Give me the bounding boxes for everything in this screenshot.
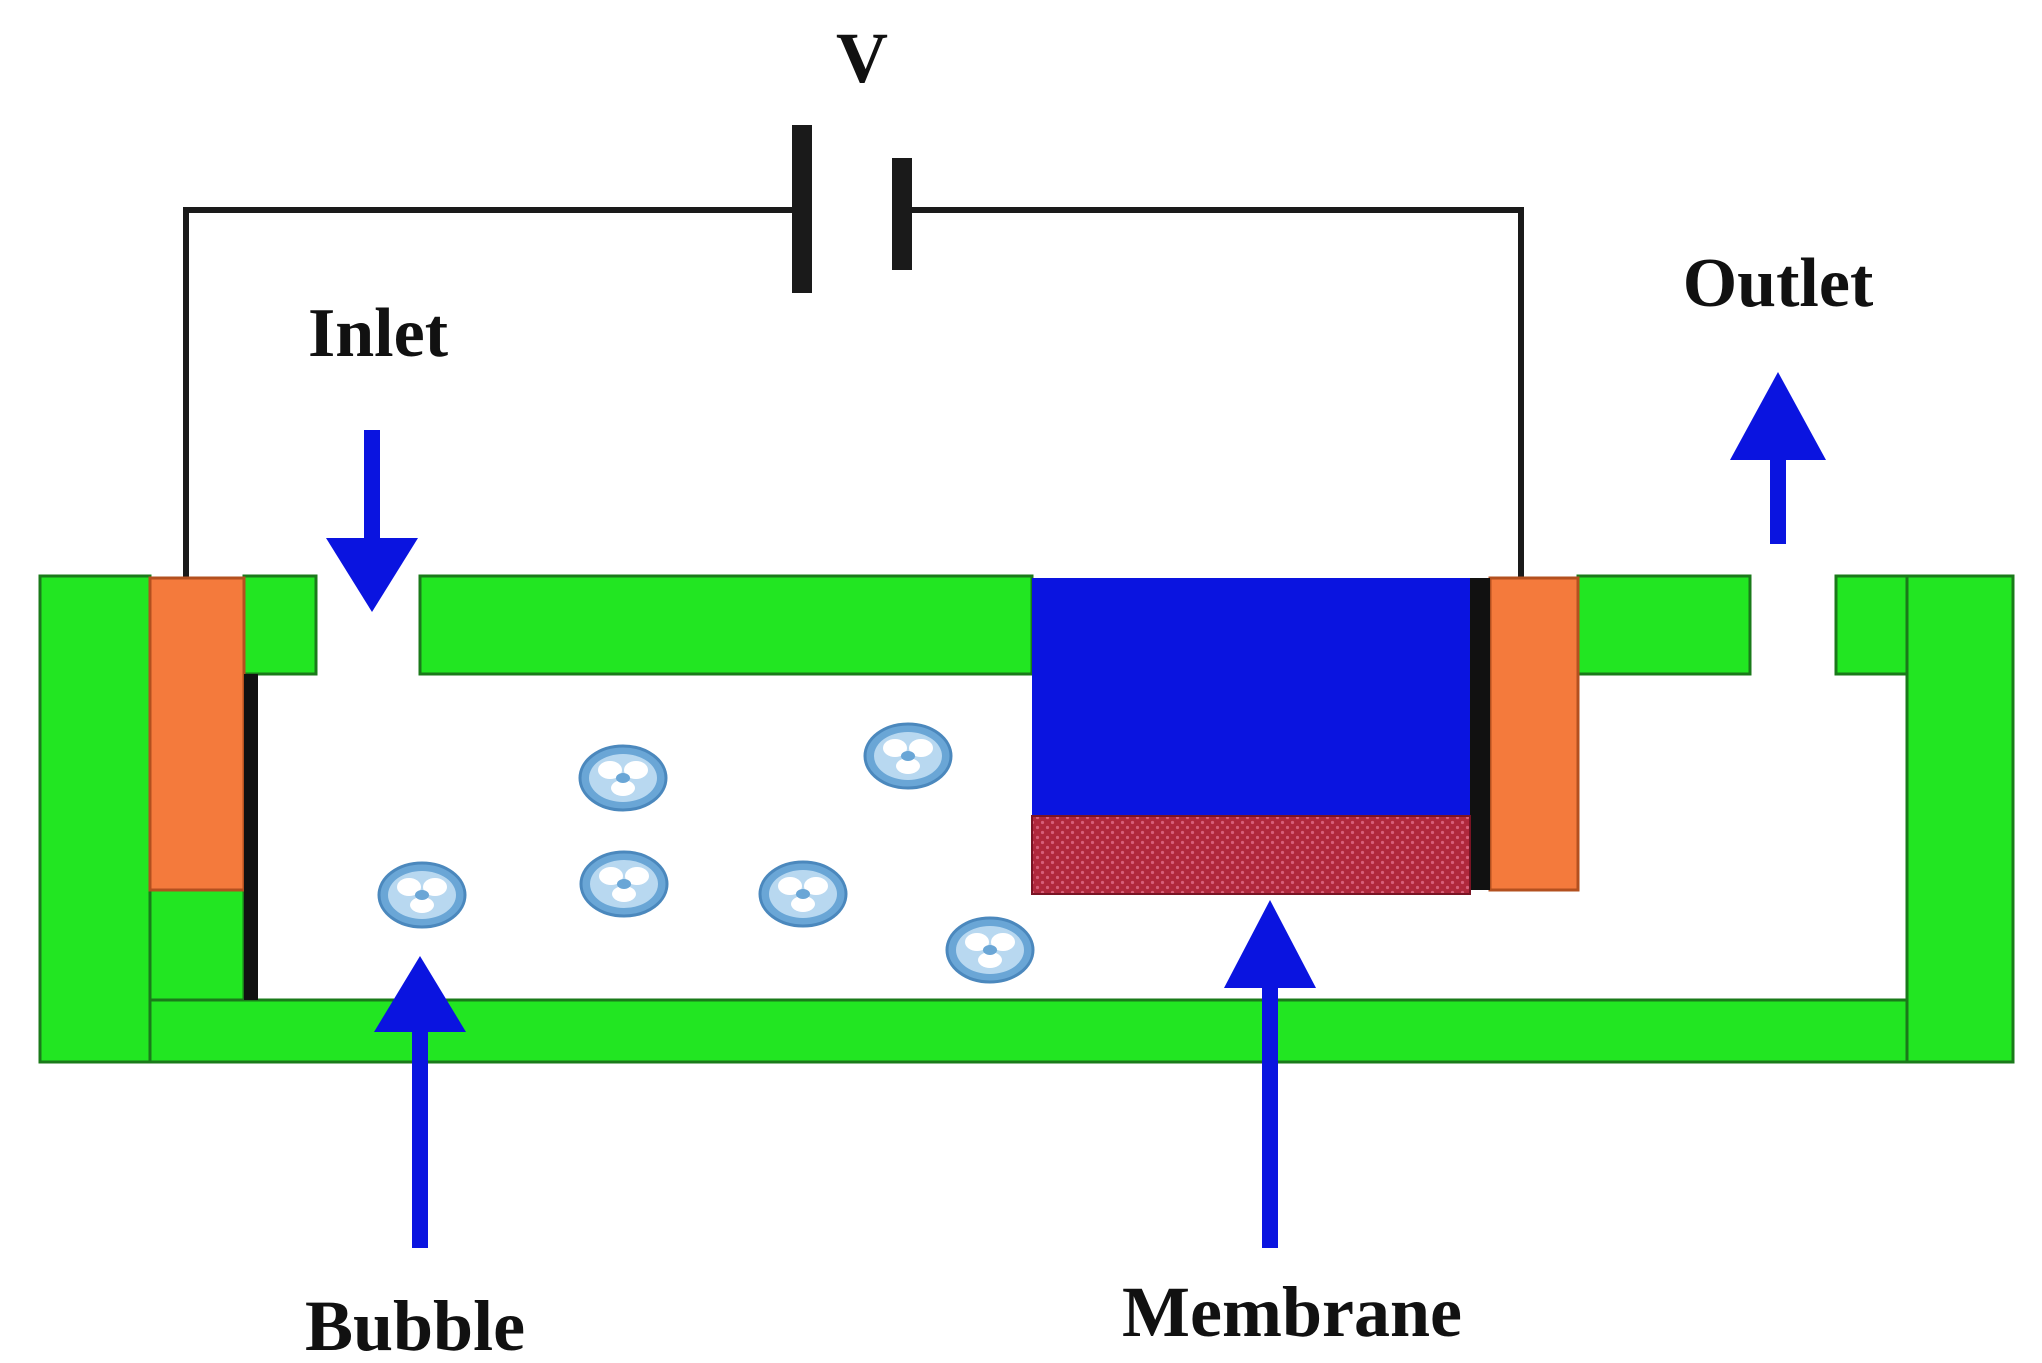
bubbles — [377, 722, 1035, 984]
bubble — [758, 860, 848, 928]
bubble — [863, 722, 953, 790]
outlet-arrow — [1730, 372, 1826, 544]
left-electrode — [148, 576, 246, 892]
arrows — [326, 372, 1826, 1248]
bubble — [579, 850, 669, 918]
circuit-wires — [183, 125, 1524, 578]
membrane-arrow — [1224, 900, 1316, 1248]
left-electrode-contact — [244, 674, 258, 1000]
electrolyte-block — [1032, 578, 1470, 816]
inlet-arrow — [326, 430, 418, 612]
voltage-label: V — [836, 18, 888, 98]
channel-body — [38, 574, 2015, 1064]
left-electrode-base — [148, 888, 246, 1002]
wire-right — [907, 207, 1524, 578]
top-wall-left-segment — [242, 574, 318, 676]
wire-left — [183, 207, 804, 578]
right-electrode-contact — [1470, 578, 1490, 890]
inlet-label: Inlet — [308, 295, 448, 372]
bubble-label: Bubble — [305, 1286, 525, 1363]
battery-long-plate — [792, 125, 812, 293]
bubble — [945, 916, 1035, 984]
outlet-label: Outlet — [1683, 245, 1874, 322]
membrane-layer — [1031, 815, 1471, 895]
right-outer-wall — [1905, 574, 2015, 1064]
battery-short-plate — [892, 158, 912, 270]
right-electrode — [1488, 576, 1580, 892]
bubble-arrow — [374, 956, 466, 1248]
bubble — [578, 744, 668, 812]
left-outer-wall — [38, 574, 152, 1064]
top-wall-right-segment — [1576, 574, 1752, 676]
top-wall-far-right-segment — [1834, 574, 1909, 676]
top-wall-middle-segment — [418, 574, 1034, 676]
bubble — [377, 861, 467, 929]
membrane-label: Membrane — [1122, 1272, 1462, 1352]
